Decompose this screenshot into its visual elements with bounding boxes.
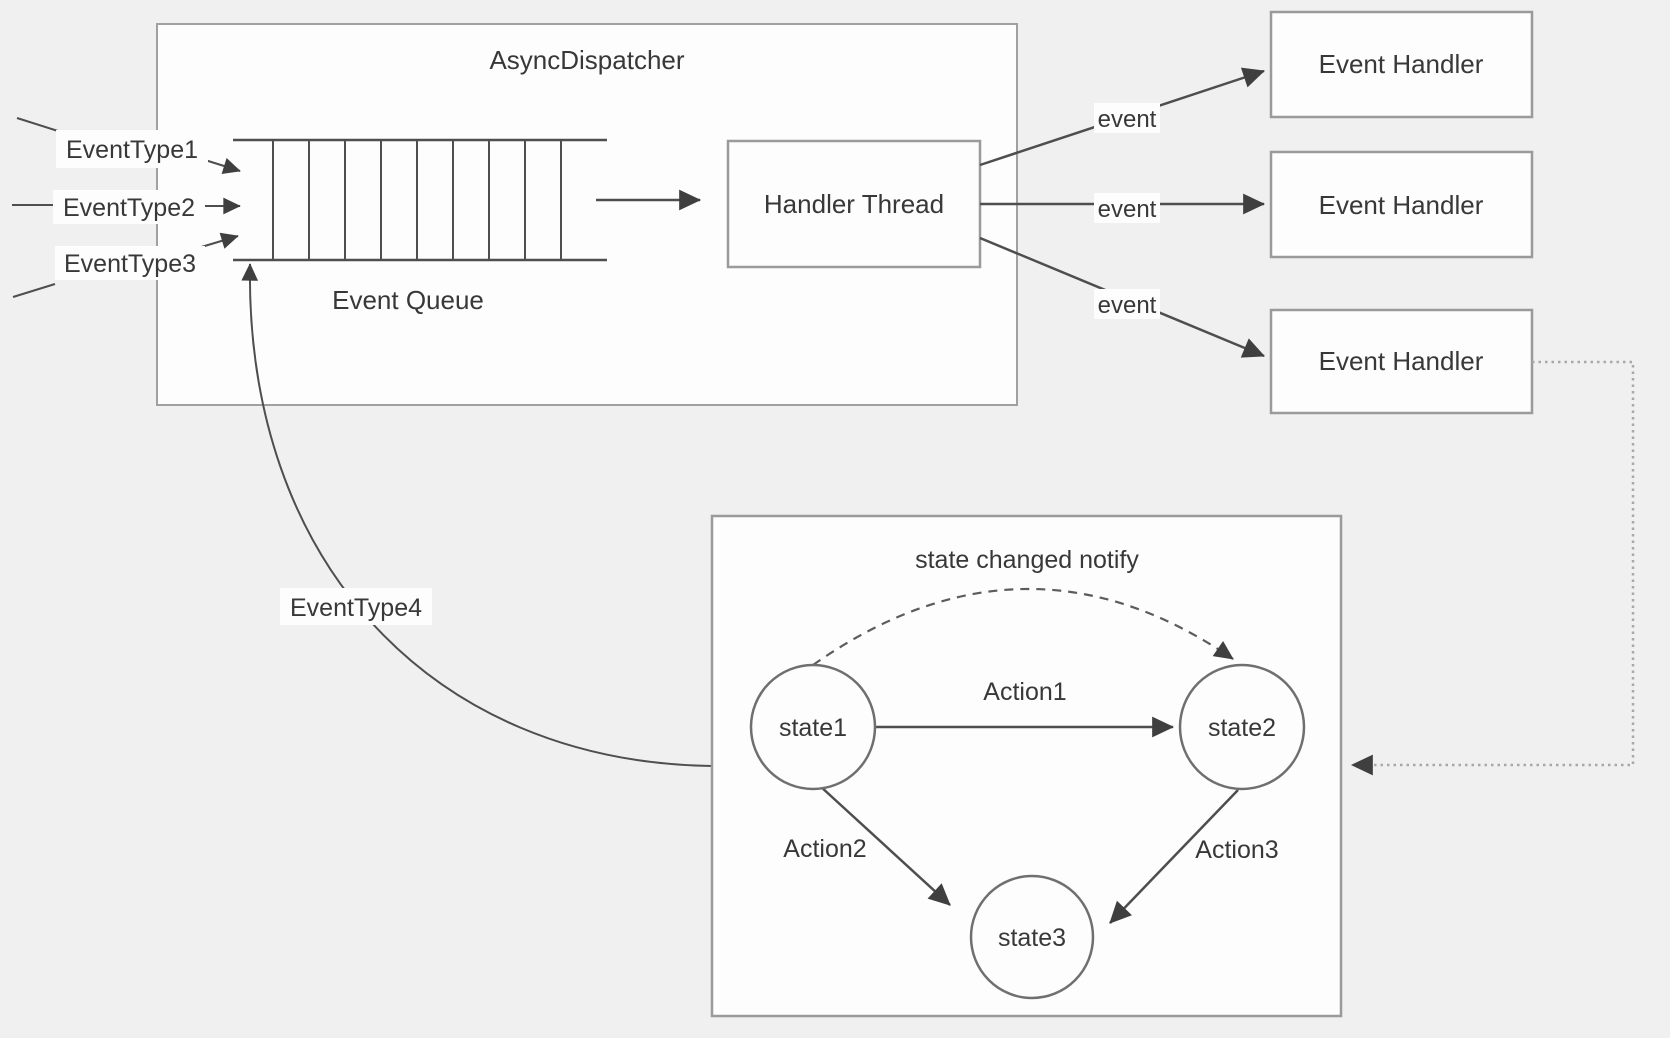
handler-thread-label: Handler Thread: [764, 189, 944, 219]
event-handler-label-2: Event Handler: [1319, 190, 1484, 220]
async-dispatcher-title: AsyncDispatcher: [489, 45, 684, 75]
event-type1-arrow: [204, 158, 241, 174]
state-machine-title: state changed notify: [915, 546, 1139, 574]
action2-arrow: [819, 785, 951, 906]
state1-label: state1: [779, 714, 847, 742]
event-inputs-group: EventType1 EventType2 EventType3: [12, 117, 241, 298]
event-handler-box-2: [1269, 150, 1534, 259]
event-edge-label2: event: [1098, 196, 1157, 223]
state2-node: [1178, 663, 1306, 791]
event-handler-box-3: [1269, 308, 1534, 415]
event-edge-label1: event: [1098, 106, 1157, 133]
event-edge-label3: event: [1098, 292, 1157, 319]
action3-arrow: [1109, 789, 1239, 924]
event-type4-label: EventType4: [290, 594, 422, 622]
queue-rails: [233, 138, 607, 262]
event-edge-label1-bg: [1094, 103, 1160, 133]
event-type3-label-bg: [55, 246, 205, 280]
event-handler-label-1: Event Handler: [1319, 49, 1484, 79]
async-dispatcher-group: AsyncDispatcher Event Queue Handler Thre…: [156, 23, 1018, 406]
event-type2-label-bg: [53, 190, 205, 224]
event-edge-label3-bg: [1094, 289, 1160, 319]
state3-node: [969, 874, 1095, 1000]
action1-label: Action1: [983, 678, 1066, 706]
event-queue-graphic: [233, 138, 607, 262]
event-type3-label: EventType3: [64, 250, 196, 278]
event-handler-label-3: Event Handler: [1319, 346, 1484, 376]
state3-label: state3: [998, 924, 1066, 952]
action2-label: Action2: [783, 835, 866, 863]
input-leader-line-1: [16, 117, 59, 132]
state-machine-group: state changed notify Action1 Action2 Act…: [710, 514, 1343, 1018]
event-type2-label: EventType2: [63, 194, 195, 222]
event-type1-label: EventType1: [66, 136, 198, 164]
state1-node: [749, 663, 877, 791]
state2-label: state2: [1208, 714, 1276, 742]
handler-to-state-dotted-connector: [1350, 360, 1635, 776]
event-handlers-group: Event Handler Event Handler Event Handle…: [1269, 10, 1534, 415]
handler-thread-box: [726, 139, 982, 269]
dispatch-edges-group: event event event: [979, 67, 1266, 358]
event-edge-label2-bg: [1094, 193, 1160, 223]
event-type4-label-bg: [280, 588, 432, 625]
event-type1-label-bg: [56, 130, 208, 168]
queue-cell-ticks: [272, 140, 562, 260]
input-leader-line-3: [12, 283, 56, 298]
action3-label: Action3: [1195, 836, 1278, 864]
event-queue-label: Event Queue: [332, 285, 484, 315]
state-notify-dashed-arc: [812, 587, 1234, 666]
event-handler-box-1: [1269, 10, 1534, 119]
